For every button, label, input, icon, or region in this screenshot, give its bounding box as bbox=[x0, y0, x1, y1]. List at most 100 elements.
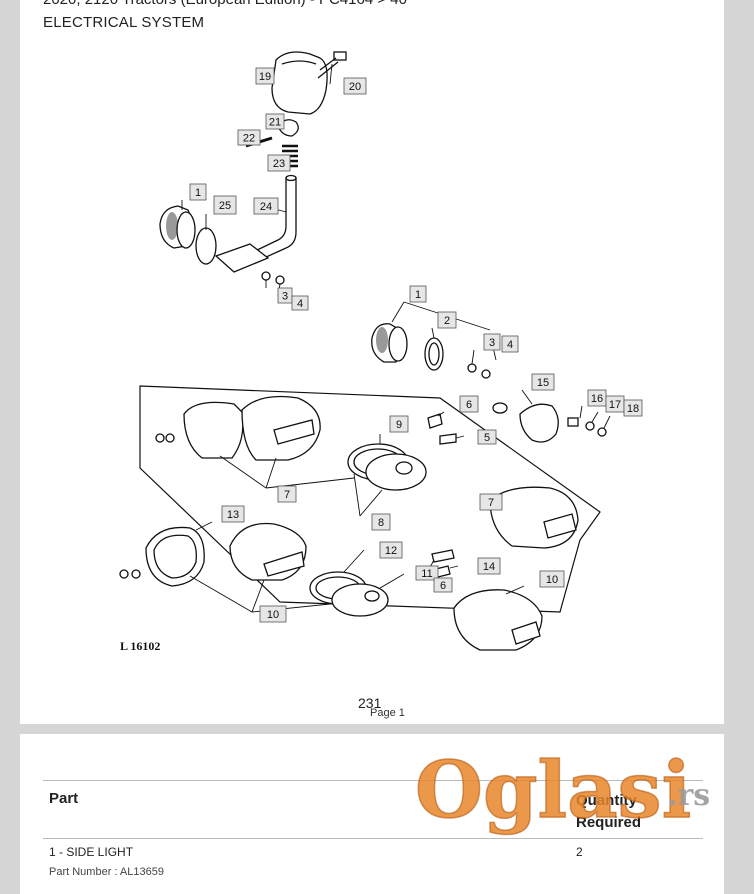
callout-21: 21 bbox=[265, 113, 285, 130]
page-number: 231 bbox=[358, 695, 382, 711]
callout-1b: 1 bbox=[409, 285, 427, 303]
callout-5: 5 bbox=[477, 429, 497, 445]
callout-box bbox=[379, 541, 403, 559]
callout-box bbox=[237, 129, 261, 146]
callout-box bbox=[437, 311, 457, 329]
lens-25 bbox=[195, 227, 217, 265]
callout-label: 13 bbox=[227, 509, 239, 521]
callout-label: 1 bbox=[195, 187, 201, 199]
callout-label: 5 bbox=[484, 432, 490, 444]
callout-label: 8 bbox=[378, 517, 384, 529]
callout-7a: 7 bbox=[277, 485, 297, 503]
callout-12: 12 bbox=[379, 541, 403, 559]
callout-14: 14 bbox=[477, 557, 501, 575]
lens-8 bbox=[365, 453, 427, 491]
callout-label: 18 bbox=[627, 403, 639, 415]
table-row-quantity: 2 bbox=[576, 845, 583, 859]
callout-label: 2 bbox=[444, 315, 450, 327]
callout-label: 6 bbox=[466, 399, 472, 411]
callout-label: 7 bbox=[284, 489, 290, 501]
callout-box bbox=[623, 399, 643, 417]
callout-2: 2 bbox=[437, 311, 457, 329]
callout-label: 11 bbox=[421, 568, 432, 580]
callout-box bbox=[415, 565, 439, 581]
callout-22: 22 bbox=[237, 129, 261, 146]
callout-box bbox=[265, 113, 285, 130]
bolt-20 bbox=[333, 51, 347, 61]
watermark-brand: Oglasi bbox=[415, 745, 691, 836]
bulb-6a bbox=[427, 413, 443, 429]
callout-label: 10 bbox=[546, 574, 558, 586]
callout-6b: 6 bbox=[433, 577, 453, 593]
exploded-parts-diagram: 1920212223241253412341516171865977813121… bbox=[119, 51, 643, 653]
callout-13: 13 bbox=[221, 505, 245, 523]
callout-label: 10 bbox=[267, 609, 279, 621]
callout-box bbox=[483, 333, 501, 351]
callout-11: 11 bbox=[415, 565, 439, 581]
callout-7b: 7 bbox=[479, 493, 503, 511]
page-label: Page 1 bbox=[370, 707, 405, 719]
callout-box bbox=[371, 513, 391, 531]
breadcrumb: 2020, 2120 Tractors (European Edition) -… bbox=[43, 0, 407, 8]
callout-label: 14 bbox=[483, 561, 495, 573]
column-header-quantity-line2: Required bbox=[576, 814, 642, 831]
callout-box bbox=[343, 77, 367, 95]
figure-code: L 16102 bbox=[120, 639, 160, 653]
callout-box bbox=[501, 335, 519, 353]
callout-box bbox=[459, 395, 479, 413]
callout-label: 21 bbox=[269, 117, 281, 129]
callout-3b: 3 bbox=[483, 333, 501, 351]
watermark-suffix: .rs bbox=[667, 778, 710, 813]
callout-24: 24 bbox=[253, 197, 279, 215]
callout-box bbox=[221, 505, 245, 523]
lens-11 bbox=[331, 583, 389, 617]
table-top-rule bbox=[43, 780, 703, 781]
callout-label: 19 bbox=[259, 71, 271, 83]
section-title: ELECTRICAL SYSTEM bbox=[43, 14, 205, 31]
callout-10a: 10 bbox=[539, 570, 565, 588]
callout-label: 25 bbox=[219, 200, 231, 212]
callout-16: 16 bbox=[587, 389, 607, 407]
callout-9: 9 bbox=[389, 415, 409, 433]
callout-box bbox=[255, 67, 275, 85]
callout-label: 3 bbox=[489, 337, 495, 349]
callout-17: 17 bbox=[605, 395, 625, 413]
table-row-part-number: Part Number : AL13659 bbox=[49, 866, 164, 878]
callout-label: 17 bbox=[609, 399, 621, 411]
callout-box bbox=[277, 287, 293, 304]
callout-25: 25 bbox=[213, 195, 237, 215]
callout-23: 23 bbox=[267, 154, 291, 172]
callout-4a: 4 bbox=[291, 295, 309, 311]
callout-label: 9 bbox=[396, 419, 402, 431]
callout-label: 15 bbox=[537, 377, 549, 389]
callout-19: 19 bbox=[255, 67, 275, 85]
callout-6a: 6 bbox=[459, 395, 479, 413]
callout-box bbox=[253, 197, 279, 215]
callout-label: 4 bbox=[297, 298, 303, 310]
callout-label: 6 bbox=[440, 580, 446, 592]
callout-box bbox=[213, 195, 237, 215]
callout-8: 8 bbox=[371, 513, 391, 531]
callout-10b: 10 bbox=[259, 605, 287, 623]
assembly-outline bbox=[139, 385, 601, 613]
callout-1a: 1 bbox=[189, 183, 207, 201]
callout-15: 15 bbox=[531, 373, 555, 391]
callout-18: 18 bbox=[623, 399, 643, 417]
column-header-part: Part bbox=[49, 790, 79, 807]
callout-20: 20 bbox=[343, 77, 367, 95]
parts-list-page: Part Quantity Required 1 - SIDE LIGHT 2 … bbox=[20, 734, 724, 894]
callout-box bbox=[389, 415, 409, 433]
table-header-rule bbox=[43, 838, 703, 839]
callout-box bbox=[477, 557, 501, 575]
lamp-housing-top bbox=[271, 51, 328, 115]
callout-box bbox=[277, 485, 297, 503]
callout-label: 3 bbox=[282, 291, 288, 303]
callout-box bbox=[479, 493, 503, 511]
catalog-page: 2020, 2120 Tractors (European Edition) -… bbox=[20, 0, 724, 724]
callout-label: 23 bbox=[273, 158, 285, 170]
callout-label: 22 bbox=[243, 133, 255, 145]
bulb-6b bbox=[431, 549, 455, 563]
callout-box bbox=[433, 577, 453, 593]
beacon-15 bbox=[519, 403, 559, 443]
callout-label: 4 bbox=[507, 339, 513, 351]
